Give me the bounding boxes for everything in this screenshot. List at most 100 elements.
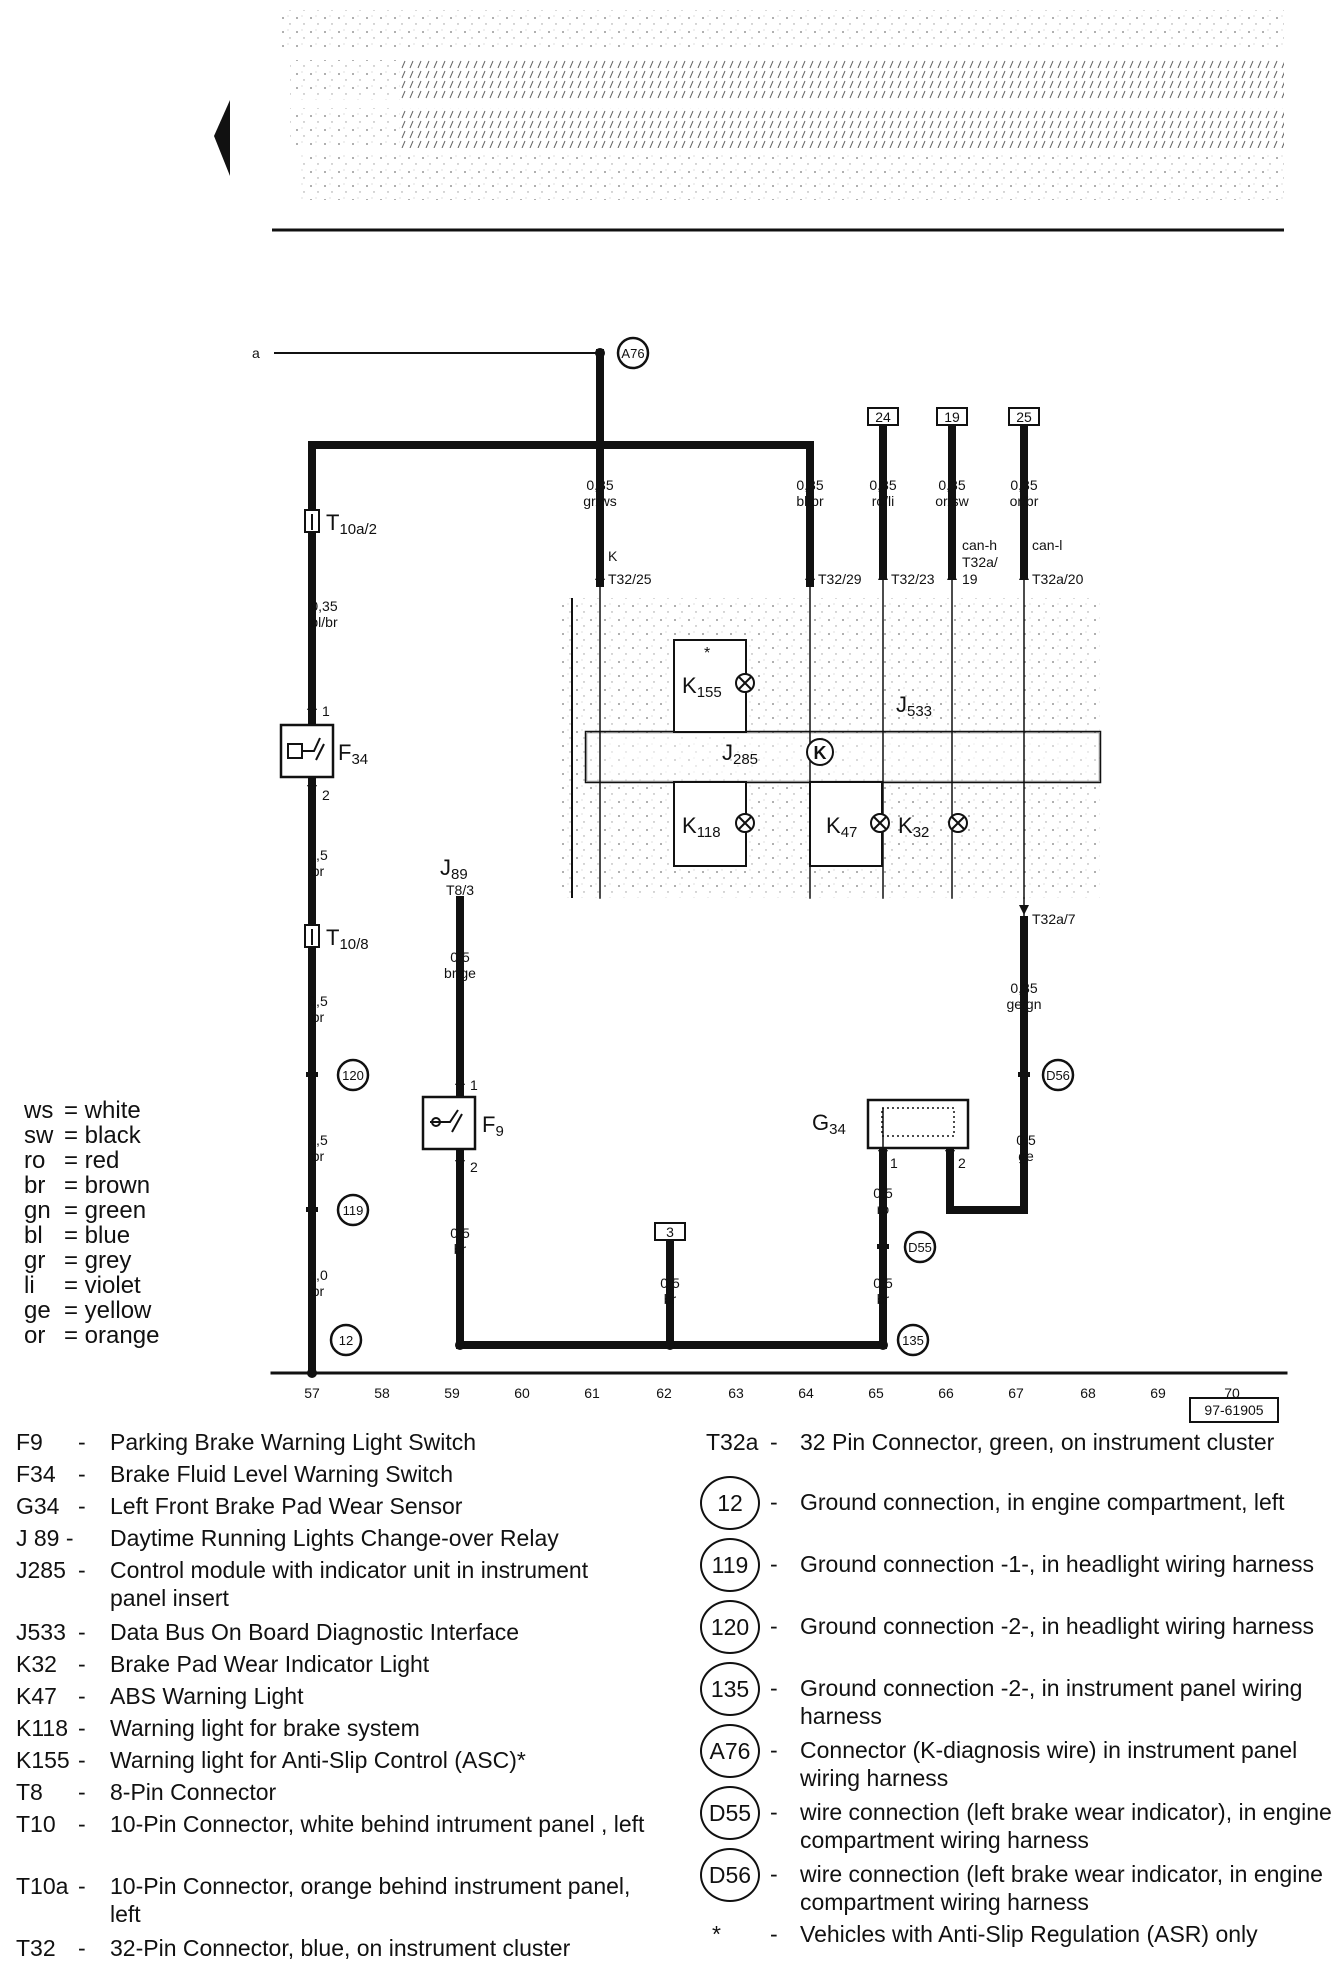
connector-A76 [616,336,650,370]
legend-desc: Daytime Running Lights Change-over Relay [110,1525,559,1551]
color-legend-item: bl= blue [24,1223,159,1248]
circle-connectors [329,336,1075,1357]
svg-text:0,5: 0,5 [660,1275,680,1291]
back-arrow-icon[interactable] [214,100,230,176]
connector-D56 [1041,1058,1075,1092]
legend-circle-symbol: 120 [700,1600,760,1654]
svg-text:F9: F9 [482,1112,504,1140]
legend-code: T8 [16,1779,43,1805]
color-legend-item: br= brown [24,1173,159,1198]
box-24-label: 24 [875,409,891,425]
ground-12 [329,1323,363,1357]
color-legend-item: or= orange [24,1323,159,1348]
grid-number: 66 [938,1385,954,1401]
svg-text:K47: K47 [826,813,857,841]
legend-desc: Ground connection -2-, in headlight wiri… [800,1613,1314,1639]
legend-code: J285 [16,1557,66,1583]
legend-code: F9 [16,1429,43,1455]
legend-code: T10a [16,1873,69,1899]
legend-circle-symbol: A76 [700,1724,760,1778]
connector-boxes [654,407,1040,1241]
legend-code: F34 [16,1461,56,1487]
color-name: = brown [64,1172,151,1199]
svg-text:0,35: 0,35 [938,477,965,493]
color-name: = red [64,1147,120,1174]
svg-text:can-h: can-h [962,537,997,553]
grid-number: 67 [1008,1385,1024,1401]
grid-number: 59 [444,1385,460,1401]
grid-number: 68 [1080,1385,1096,1401]
svg-text:br: br [454,1241,467,1257]
svg-text:0,5: 0,5 [873,1185,893,1201]
svg-text:T32/29: T32/29 [818,571,862,587]
box-19-label: 19 [944,409,960,425]
color-code: li [24,1272,35,1299]
box-25-label: 25 [1016,409,1032,425]
legend-desc: wire connection (left brake wear indicat… [800,1861,1323,1915]
svg-text:19: 19 [962,571,978,587]
svg-text:0,5: 0,5 [450,1225,470,1241]
color-name: = grey [64,1247,132,1274]
legend-desc: Data Bus On Board Diagnostic Interface [110,1619,520,1645]
legend-desc: Parking Brake Warning Light Switch [110,1429,477,1455]
svg-text:2: 2 [470,1159,478,1175]
grid-number: 63 [728,1385,744,1401]
color-legend-item: ge= yellow [24,1298,159,1323]
color-code: ge [24,1297,51,1324]
svg-text:0,5: 0,5 [308,993,328,1009]
color-name: = white [64,1097,141,1124]
ground-120 [336,1058,370,1092]
legend-circle-symbol: D55 [700,1786,760,1840]
svg-text:br: br [877,1291,890,1307]
svg-text:br: br [312,863,325,879]
ground-119 [336,1193,370,1227]
legend-desc: Brake Pad Wear Indicator Light [110,1651,430,1677]
legend-desc: wire connection (left brake wear indicat… [800,1799,1332,1853]
svg-text:T32a/7: T32a/7 [1032,911,1076,927]
svg-text:T8/3: T8/3 [446,882,474,898]
grid-number: 57 [304,1385,320,1401]
svg-text:J285: J285 [722,740,758,768]
legend-code: K47 [16,1683,57,1709]
connector-box-19 [936,407,968,426]
svg-text:T32/23: T32/23 [891,571,935,587]
grid-number: 69 [1150,1385,1166,1401]
svg-text:1: 1 [470,1077,478,1093]
legend-code: T10 [16,1811,56,1837]
svg-text:T10/8: T10/8 [326,925,369,953]
connector-box-25 [1008,407,1040,426]
legend-desc: Vehicles with Anti-Slip Regulation (ASR)… [800,1921,1258,1947]
legend-code: T32a [706,1429,759,1455]
svg-text:0,35: 0,35 [586,477,613,493]
svg-text:K32: K32 [898,813,929,841]
grid-number: 61 [584,1385,600,1401]
color-code: ws [24,1097,54,1124]
svg-text:0,35: 0,35 [310,598,337,614]
plug-T10-8 [304,924,320,948]
color-name: = violet [64,1272,141,1299]
legend-circle-symbol: 119 [700,1538,760,1592]
grid-number: 58 [374,1385,390,1401]
legend-desc: Left Front Brake Pad Wear Sensor [110,1493,463,1519]
svg-text:F34: F34 [338,740,368,768]
svg-text:br: br [312,1283,325,1299]
legend-desc: Control module with indicator unit in in… [110,1557,589,1611]
color-legend-item: ro= red [24,1148,159,1173]
svg-text:br: br [312,1009,325,1025]
legend-desc: Ground connection, in engine compartment… [800,1489,1285,1515]
legend-code: G34 [16,1493,60,1519]
svg-text:bl/br: bl/br [310,614,338,630]
svg-text:119: 119 [343,1203,364,1218]
grid-number: 65 [868,1385,884,1401]
svg-text:2: 2 [958,1155,966,1171]
previous-page-strip [214,10,1284,232]
svg-text:0,35: 0,35 [1010,980,1037,996]
svg-text:ro: ro [877,1201,890,1217]
svg-text:T10a/2: T10a/2 [326,510,377,538]
legend-desc: Brake Fluid Level Warning Switch [110,1461,454,1487]
svg-text:J533: J533 [896,692,932,720]
connector-box-3 [654,1222,686,1241]
svg-text:br: br [312,1148,325,1164]
color-legend-item: ws = white [24,1098,159,1123]
